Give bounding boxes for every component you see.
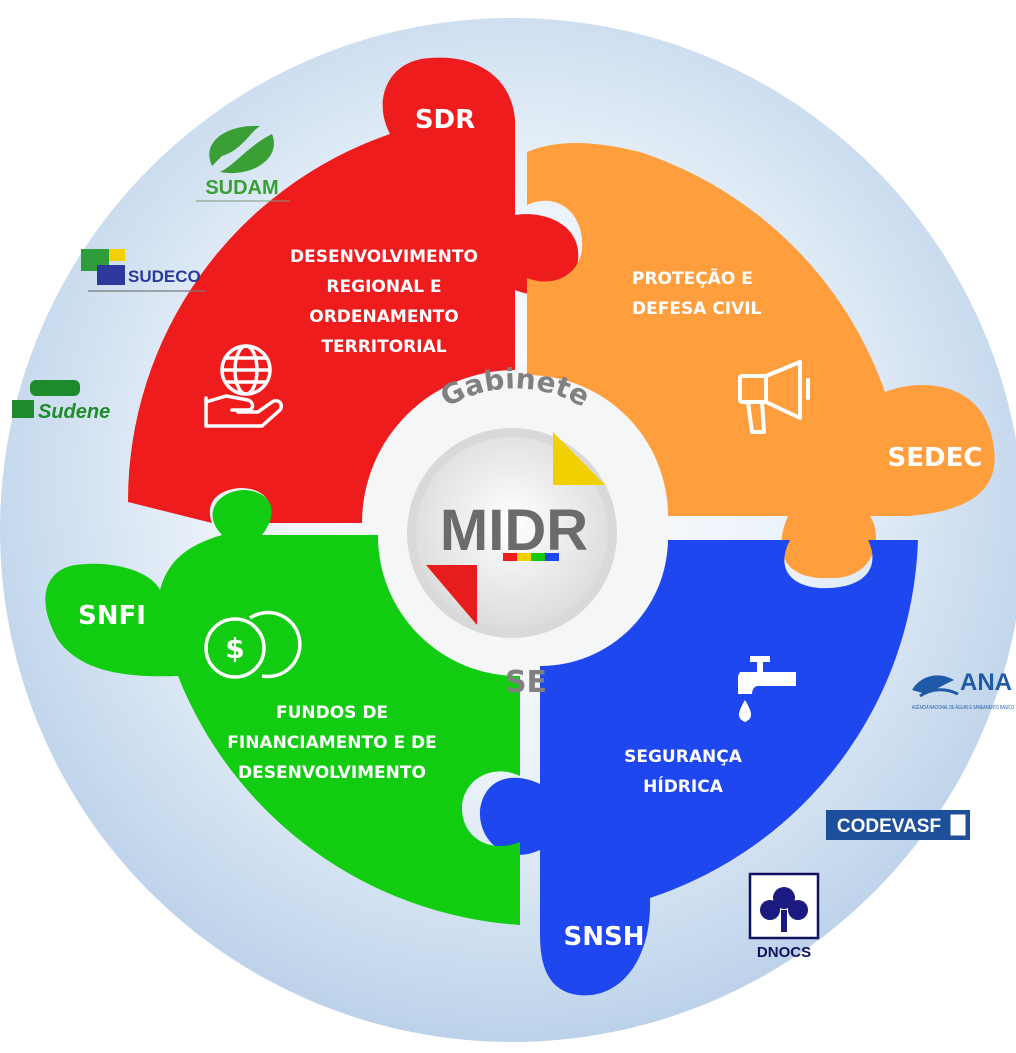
svg-text:FUNDOS DE: FUNDOS DE <box>276 703 388 723</box>
svg-text:ORDENAMENTO: ORDENAMENTO <box>309 307 458 327</box>
svg-text:HÍDRICA: HÍDRICA <box>643 775 724 797</box>
sudam-logo: SUDAM <box>196 125 290 202</box>
codevasf-text: CODEVASF <box>837 816 941 837</box>
sedec-code: SEDEC <box>888 443 983 473</box>
logo-color-bar-blue <box>545 553 559 561</box>
piece-snfi-shape <box>45 490 520 925</box>
svg-text:TERRITORIAL: TERRITORIAL <box>321 337 446 357</box>
snsh-description: SEGURANÇA HÍDRICA <box>624 747 743 797</box>
ana-subtext: AGÊNCIA NACIONAL DE ÁGUAS E SANEAMENTO B… <box>912 703 1014 711</box>
svg-text:DEFESA CIVIL: DEFESA CIVIL <box>632 299 762 319</box>
piece-sdr-shape <box>127 57 579 524</box>
dnocs-text: DNOCS <box>757 944 811 961</box>
svg-text:SEGURANÇA: SEGURANÇA <box>624 747 743 767</box>
snfi-code: SNFI <box>78 601 146 631</box>
logo-color-bar-yellow <box>517 553 531 561</box>
sudeco-text: SUDECO <box>128 267 201 286</box>
ana-text: ANA <box>960 669 1012 696</box>
sedec-description: PROTEÇÃO E DEFESA CIVIL <box>632 266 762 319</box>
svg-text:PROTEÇÃO E: PROTEÇÃO E <box>632 266 753 289</box>
logo-color-bar-red <box>503 553 517 561</box>
ana-logo: ANA AGÊNCIA NACIONAL DE ÁGUAS E SANEAMEN… <box>912 669 1014 711</box>
coins-dollar-icon <box>204 610 302 679</box>
svg-text:DESENVOLVIMENTO: DESENVOLVIMENTO <box>290 247 478 267</box>
piece-sedec <box>527 142 995 579</box>
sudam-text: SUDAM <box>205 177 278 199</box>
piece-snsh-shape <box>479 540 918 996</box>
logo-color-bar-green <box>531 553 545 561</box>
sdr-code: SDR <box>415 105 475 135</box>
logo-midr-text: MIDR <box>440 498 588 563</box>
logo-yellow-triangle <box>553 432 605 485</box>
codevasf-logo: CODEVASF <box>826 810 970 840</box>
water-tap-icon <box>738 656 796 722</box>
svg-text:DESENVOLVIMENTO: DESENVOLVIMENTO <box>238 763 426 783</box>
snfi-description: FUNDOS DE FINANCIAMENTO E DE DESENVOLVIM… <box>227 703 437 783</box>
svg-text:REGIONAL E: REGIONAL E <box>326 277 441 297</box>
piece-snfi <box>45 490 520 925</box>
megaphone-icon <box>738 360 810 434</box>
globe-in-hand-icon <box>204 344 284 428</box>
sudene-logo: Sudene <box>12 380 110 423</box>
piece-snsh <box>479 540 918 996</box>
dollar-sign-icon: $ <box>225 632 244 665</box>
logo-red-triangle <box>426 565 477 625</box>
sudeco-logo: SUDECO <box>81 249 206 292</box>
sudene-text: Sudene <box>38 401 110 423</box>
dnocs-logo: DNOCS <box>748 872 820 961</box>
sdr-description: DESENVOLVIMENTO REGIONAL E ORDENAMENTO T… <box>290 247 478 357</box>
piece-sedec-shape <box>527 142 995 579</box>
se-label: SE <box>505 665 547 700</box>
piece-sdr <box>127 57 579 524</box>
svg-text:FINANCIAMENTO E DE: FINANCIAMENTO E DE <box>227 733 437 753</box>
snsh-code: SNSH <box>564 922 645 952</box>
